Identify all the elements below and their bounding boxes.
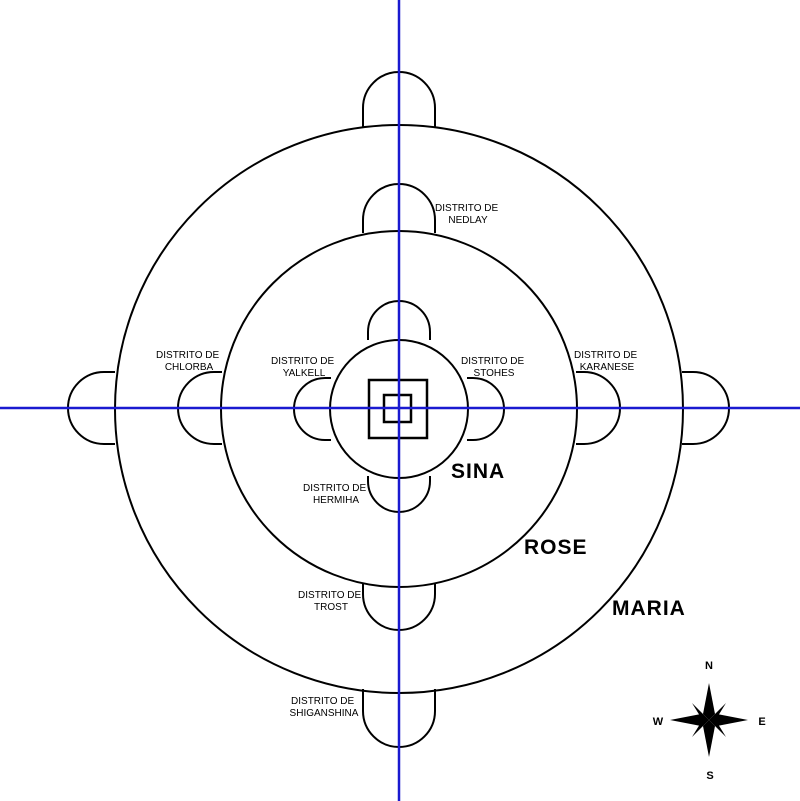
compass-east: E	[758, 716, 765, 728]
label-stohes: DISTRITO DE STOHES	[461, 356, 527, 379]
compass-south: S	[706, 770, 713, 782]
wall-label-sina: SINA	[451, 460, 505, 483]
wall-label-maria: MARIA	[612, 597, 686, 620]
label-trost: DISTRITO DE TROST	[298, 590, 364, 613]
label-chlorba: DISTRITO DE CHLORBA	[156, 350, 222, 373]
compass-west: W	[653, 716, 664, 728]
wall-label-rose: ROSE	[524, 536, 588, 559]
label-shiganshina: DISTRITO DE SHIGANSHINA	[290, 696, 359, 719]
compass-north: N	[705, 660, 713, 672]
label-hermiha: DISTRITO DE HERMIHA	[303, 483, 369, 506]
label-karanese: DISTRITO DE KARANESE	[574, 350, 640, 373]
label-yalkell: DISTRITO DE YALKELL	[271, 356, 337, 379]
compass-star-icon	[670, 683, 748, 757]
compass-rose: N S W E	[653, 660, 766, 782]
label-nedlay: DISTRITO DE NEDLAY	[435, 203, 501, 226]
